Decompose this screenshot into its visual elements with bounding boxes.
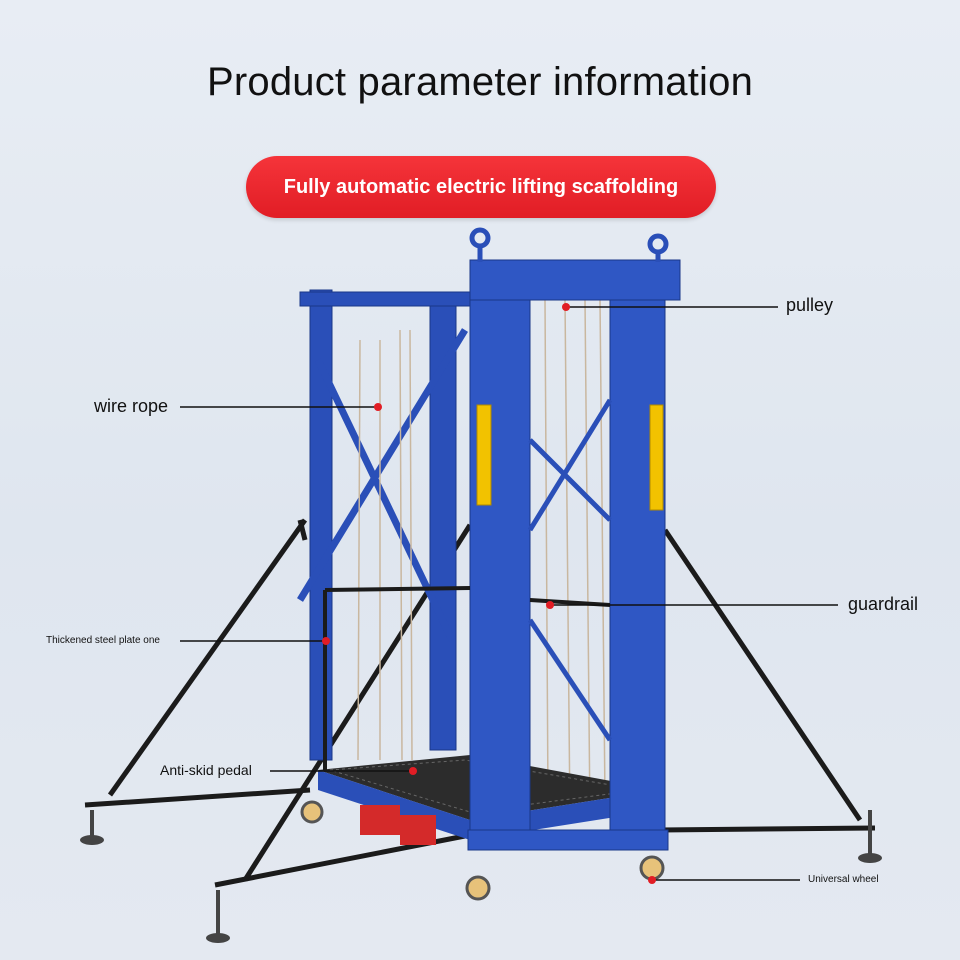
callout-steel-plate: Thickened steel plate one [46,635,160,646]
product-name-badge: Fully automatic electric lifting scaffol… [246,156,716,218]
callout-dots [322,303,656,884]
page-title: Product parameter information [206,60,754,104]
front-frame [467,259,681,851]
guardrail-bar [323,586,611,770]
wire-ropes [357,299,606,821]
callout-pedal: Anti-skid pedal [160,762,252,778]
outrigger-legs [84,518,876,888]
leveling-feet [80,810,882,943]
callout-wheel: Universal wheel [808,874,879,885]
lifting-hooks [469,227,669,262]
product-name-label: Fully automatic electric lifting scaffol… [283,175,679,198]
callout-wire-rope: wire rope [94,396,169,416]
callout-guardrail: guardrail [848,594,919,614]
callout-pulley: pulley [786,295,834,315]
callout-lines [180,306,838,881]
motor-box [360,805,436,845]
front-braces [527,398,613,742]
warning-labels [476,404,664,511]
